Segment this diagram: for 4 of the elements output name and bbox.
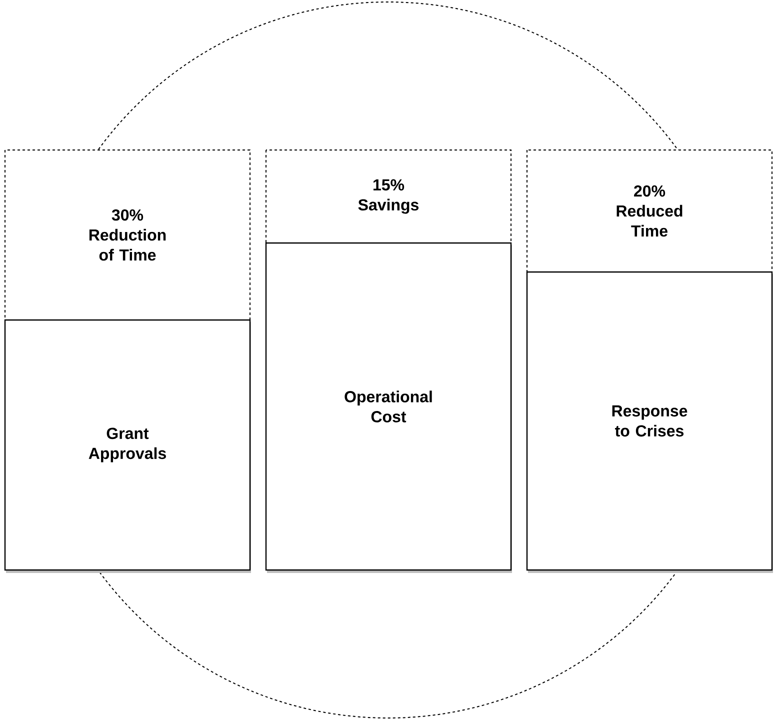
dashed-box: 15% Savings xyxy=(266,150,512,244)
dashed-box: 30% Reduction of Time xyxy=(4,150,250,320)
dashed-box: 20% Reduced Time xyxy=(526,150,772,272)
content-box: Grant Approvals xyxy=(4,319,251,573)
